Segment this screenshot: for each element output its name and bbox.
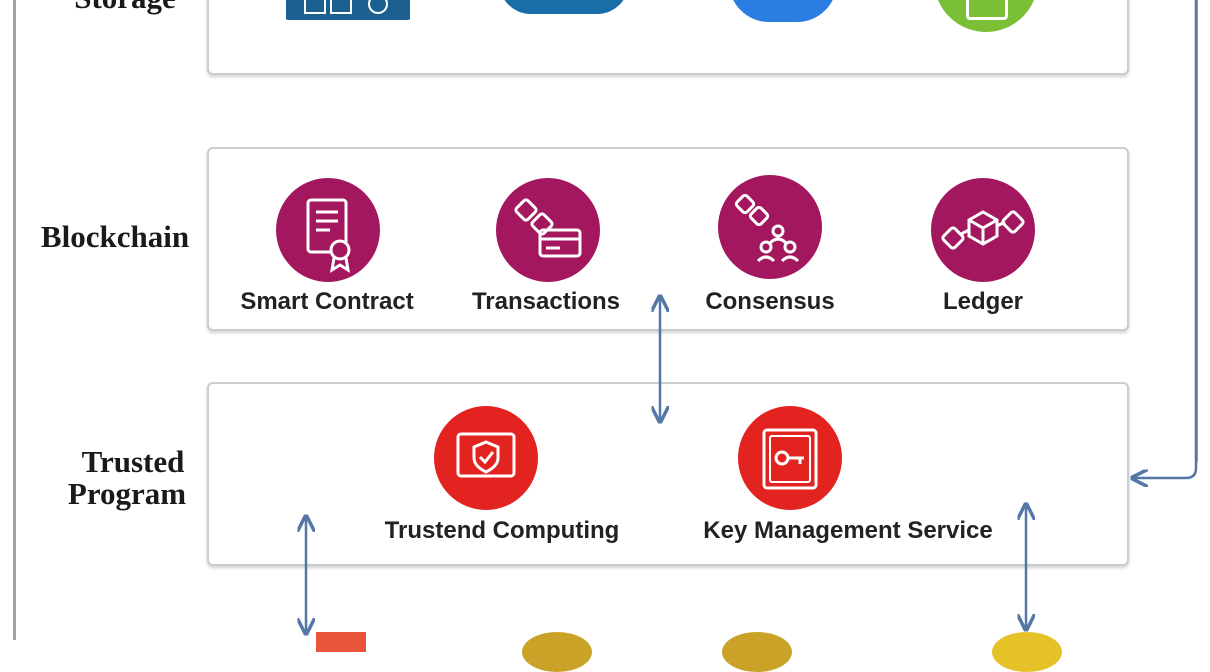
- smart-contract-label: Smart Contract: [240, 288, 414, 315]
- connector-layer: [0, 0, 1198, 640]
- left-frame-line: [13, 0, 16, 640]
- storage-layer-label: Storage: [50, 0, 200, 14]
- transactions-icon: [496, 178, 600, 282]
- consensus-icon: [718, 175, 822, 279]
- consensus-label: Consensus: [705, 288, 835, 315]
- storage-server-icon: [286, 0, 410, 20]
- cloud-storage-icon: [499, 0, 629, 14]
- key-management-label: Key Management Service: [703, 517, 993, 544]
- key-safe-icon: [738, 406, 842, 510]
- storage-panel: [207, 0, 1129, 75]
- blockchain-layer-label: Blockchain: [40, 219, 190, 254]
- database-icon: [729, 0, 837, 22]
- smart-contract-icon: [276, 178, 380, 282]
- ledger-icon: [931, 178, 1035, 282]
- arrow-feedback-right: [1134, 0, 1198, 478]
- shield-monitor-icon: [434, 406, 538, 510]
- trusted-computing-label: Trustend Computing: [384, 517, 620, 544]
- trusted-layer-label-line1: Trusted: [81, 444, 185, 479]
- ledger-label: Ledger: [942, 288, 1023, 315]
- transactions-label: Transactions: [471, 288, 621, 315]
- trusted-layer-label-line2: Program: [67, 476, 187, 511]
